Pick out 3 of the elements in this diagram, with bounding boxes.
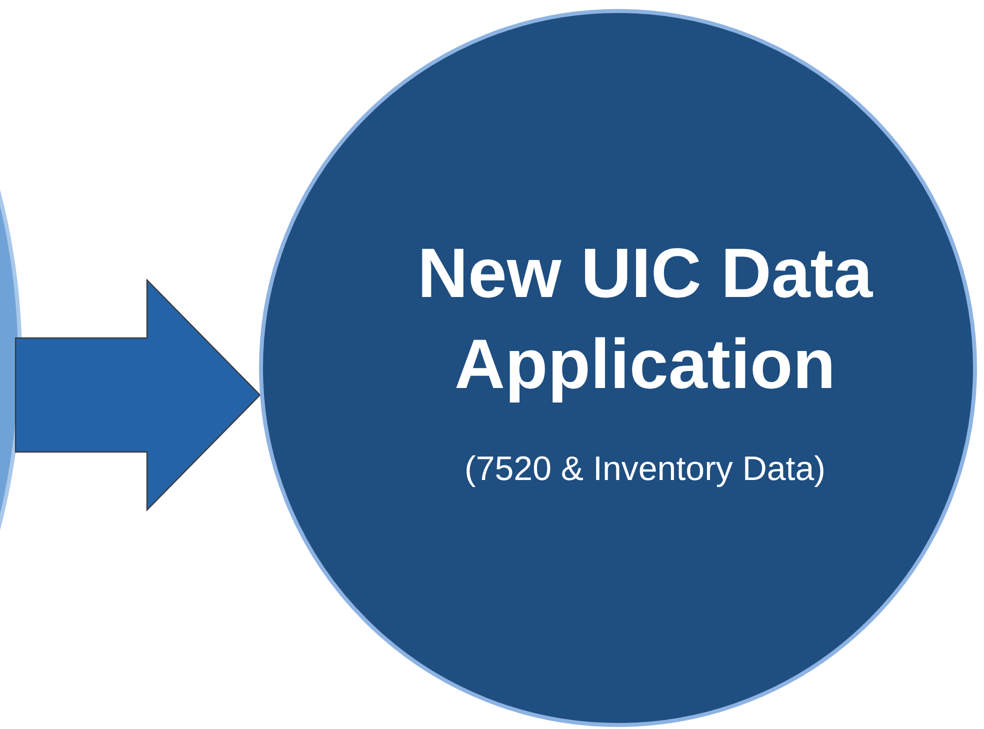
node-title: New UIC Data Application bbox=[416, 232, 874, 404]
block-arrow bbox=[14, 278, 261, 512]
node-subtitle: (7520 & Inventory Data) bbox=[464, 450, 826, 488]
